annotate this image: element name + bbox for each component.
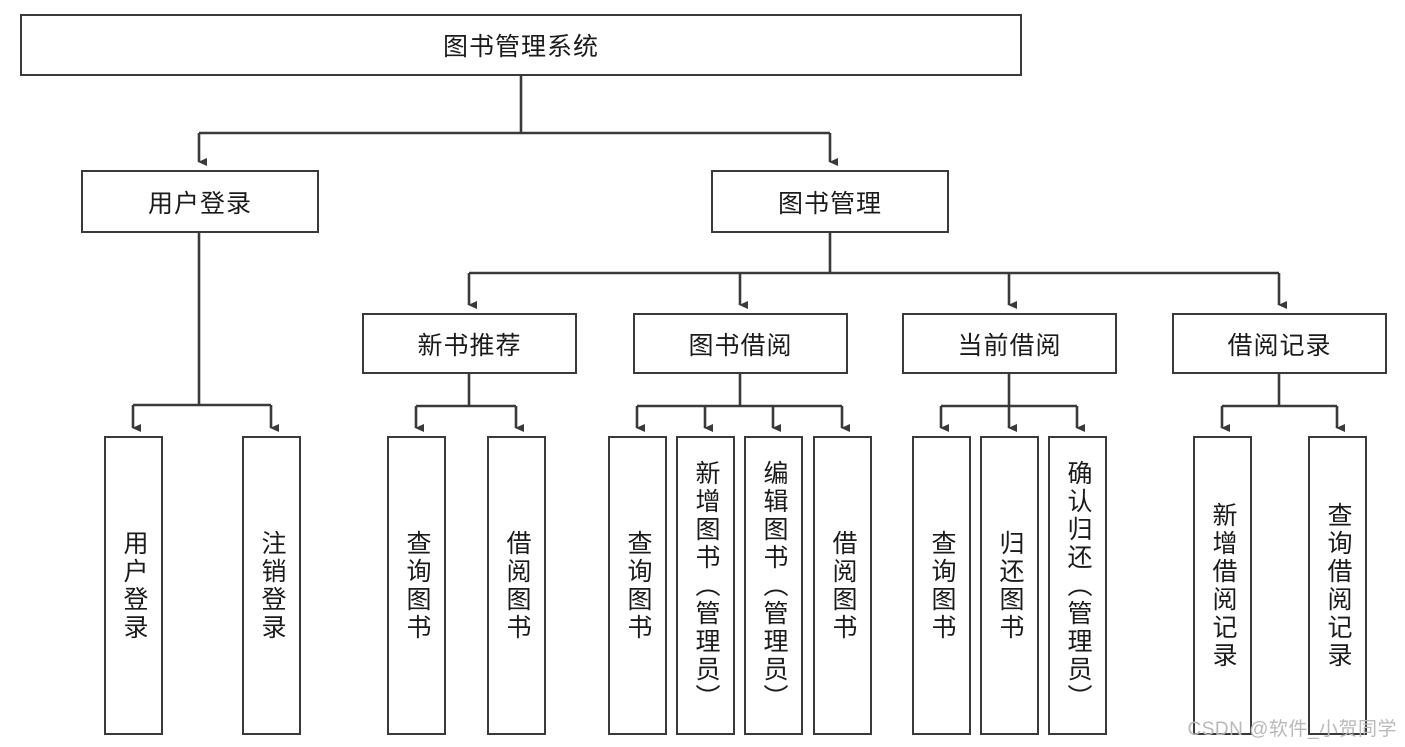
leaf-current-borrow-return-book[interactable]: 归还图书 <box>980 436 1039 735</box>
node-book-borrow[interactable]: 图书借阅 <box>633 313 848 374</box>
node-label: 图书管理 <box>777 189 882 218</box>
node-label: 图书管理系统 <box>442 33 599 61</box>
leaf-user-login-logout[interactable]: 注销登录 <box>242 436 301 735</box>
node-user-login[interactable]: 用户登录 <box>81 170 319 233</box>
leaf-book-borrow-borrow-book[interactable]: 借阅图书 <box>813 436 872 735</box>
node-label: 查询图书 <box>928 529 956 642</box>
leaf-borrow-record-query-record[interactable]: 查询借阅记录 <box>1308 436 1367 735</box>
node-label: 图书借阅 <box>688 331 793 360</box>
node-label: 用户登录 <box>147 189 252 218</box>
node-label: 用户登录 <box>120 529 148 642</box>
node-label: 查询借阅记录 <box>1324 501 1352 670</box>
node-label: 确认归还（管理员） <box>1064 459 1092 712</box>
node-label: 注销登录 <box>258 529 286 642</box>
leaf-new-book-query-book[interactable]: 查询图书 <box>387 436 446 735</box>
node-label: 借阅图书 <box>829 529 857 642</box>
node-borrow-record[interactable]: 借阅记录 <box>1172 313 1387 374</box>
leaf-current-borrow-query-book[interactable]: 查询图书 <box>912 436 971 735</box>
leaf-book-borrow-edit-book-admin[interactable]: 编辑图书（管理员） <box>744 436 803 735</box>
leaf-book-borrow-query-book[interactable]: 查询图书 <box>608 436 667 735</box>
node-label: 编辑图书（管理员） <box>760 459 788 712</box>
leaf-current-borrow-confirm-return-admin[interactable]: 确认归还（管理员） <box>1048 436 1107 735</box>
node-root-book-management-system[interactable]: 图书管理系统 <box>20 14 1022 76</box>
node-label: 借阅图书 <box>503 529 531 642</box>
leaf-book-borrow-add-book-admin[interactable]: 新增图书（管理员） <box>676 436 735 735</box>
csdn-watermark: CSDN @软件_小贺同学 <box>1187 719 1397 740</box>
node-book-management[interactable]: 图书管理 <box>711 170 949 233</box>
node-label: 查询图书 <box>403 529 431 642</box>
leaf-new-book-borrow-book[interactable]: 借阅图书 <box>487 436 546 735</box>
node-label: 查询图书 <box>624 529 652 642</box>
node-label: 归还图书 <box>996 529 1024 642</box>
node-label: 新书推荐 <box>417 331 522 360</box>
node-label: 当前借阅 <box>957 331 1062 360</box>
node-label: 新增借阅记录 <box>1209 501 1237 670</box>
node-new-book-recommend[interactable]: 新书推荐 <box>362 313 577 374</box>
leaf-borrow-record-add-record[interactable]: 新增借阅记录 <box>1193 436 1252 735</box>
leaf-user-login-login[interactable]: 用户登录 <box>104 436 163 735</box>
node-label: 借阅记录 <box>1227 331 1332 360</box>
node-current-borrow[interactable]: 当前借阅 <box>902 313 1117 374</box>
node-label: 新增图书（管理员） <box>692 459 720 712</box>
